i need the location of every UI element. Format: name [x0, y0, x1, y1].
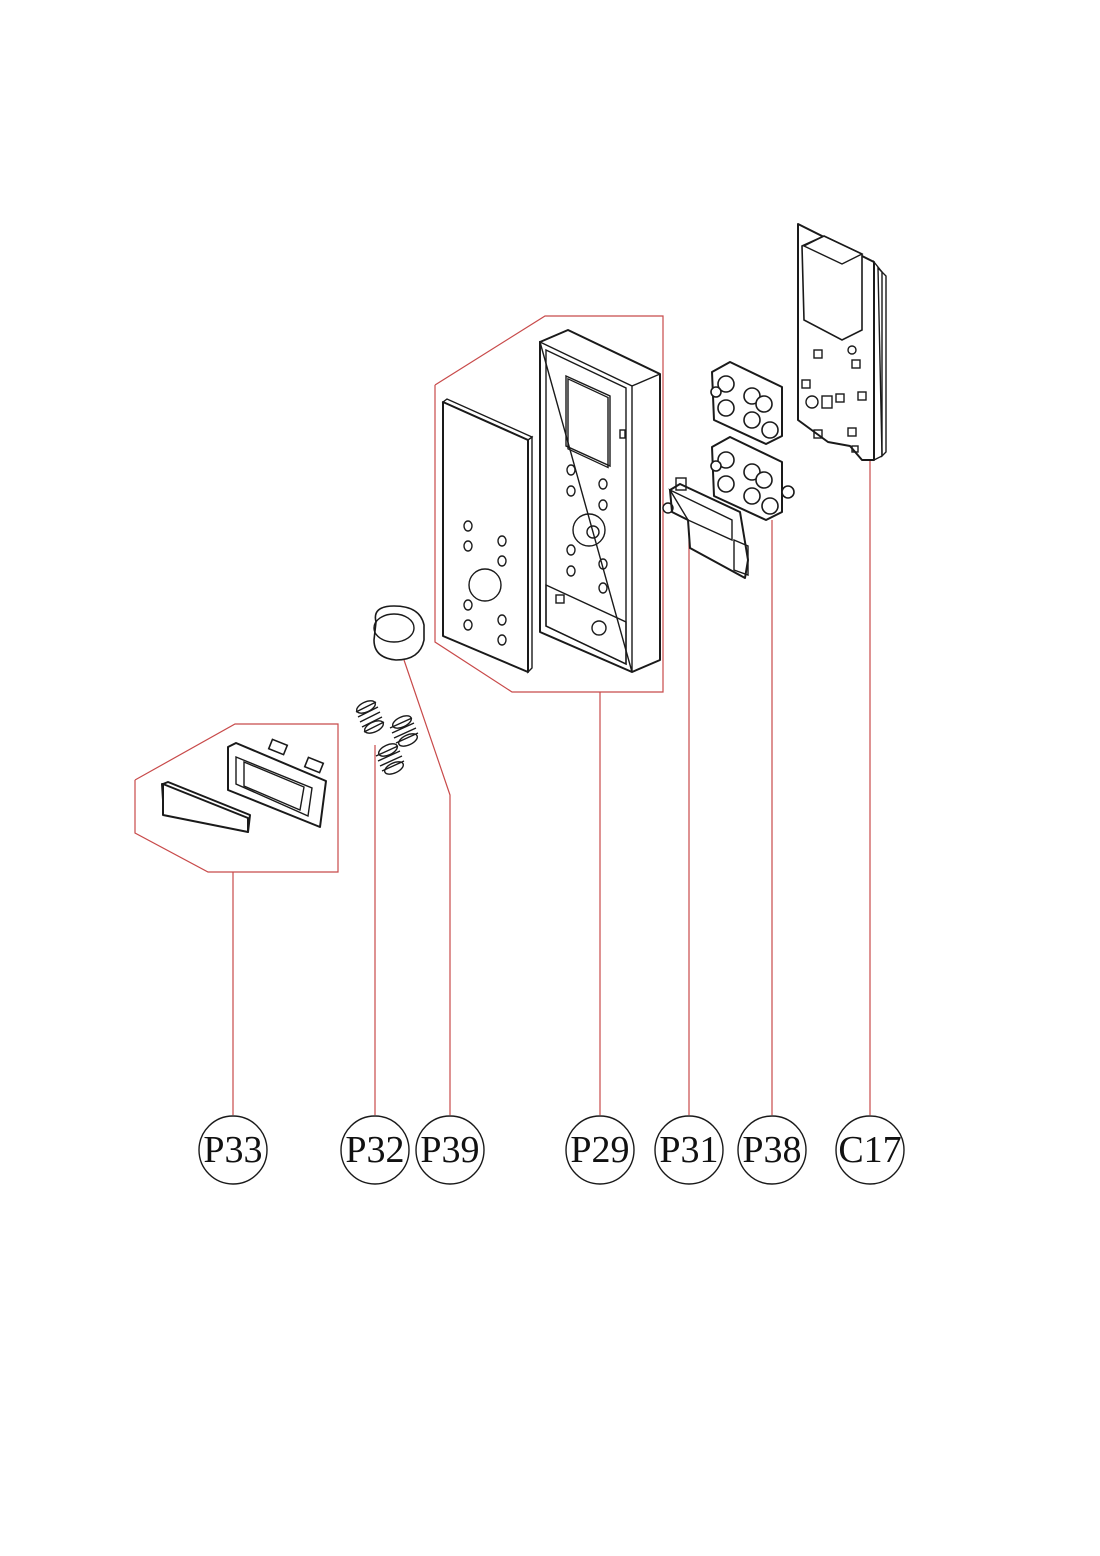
group-outline-p33 — [134, 723, 339, 873]
switch-bracket — [662, 477, 749, 579]
panel-housing-frame — [538, 329, 661, 673]
callout-label: P39 — [420, 1129, 479, 1171]
rotary-knob — [373, 605, 425, 661]
spring-3 — [375, 743, 405, 775]
leader-p39 — [403, 659, 451, 1115]
keypad-block-lower — [710, 436, 795, 521]
callout-label: P38 — [742, 1129, 801, 1171]
callout-p38: P38 — [737, 1115, 807, 1185]
keypad-block-upper — [710, 361, 783, 445]
spring-1 — [355, 700, 385, 734]
callout-p32: P32 — [340, 1115, 410, 1185]
control-pcb — [797, 223, 887, 462]
callout-label: P31 — [659, 1129, 718, 1171]
display-lens — [161, 781, 251, 833]
front-panel-sheet — [441, 398, 534, 674]
callout-p39: P39 — [415, 1115, 485, 1185]
callout-c17: C17 — [835, 1115, 905, 1185]
callout-p29: P29 — [565, 1115, 635, 1185]
group-outline-p29 — [434, 315, 664, 693]
callout-label: P29 — [570, 1129, 629, 1171]
callout-label: C17 — [838, 1129, 901, 1171]
spring-2 — [389, 715, 419, 747]
callout-label: P32 — [345, 1129, 404, 1171]
callout-p31: P31 — [654, 1115, 724, 1185]
display-bezel — [227, 738, 327, 828]
callout-label: P33 — [203, 1129, 262, 1171]
callout-p33: P33 — [198, 1115, 268, 1185]
